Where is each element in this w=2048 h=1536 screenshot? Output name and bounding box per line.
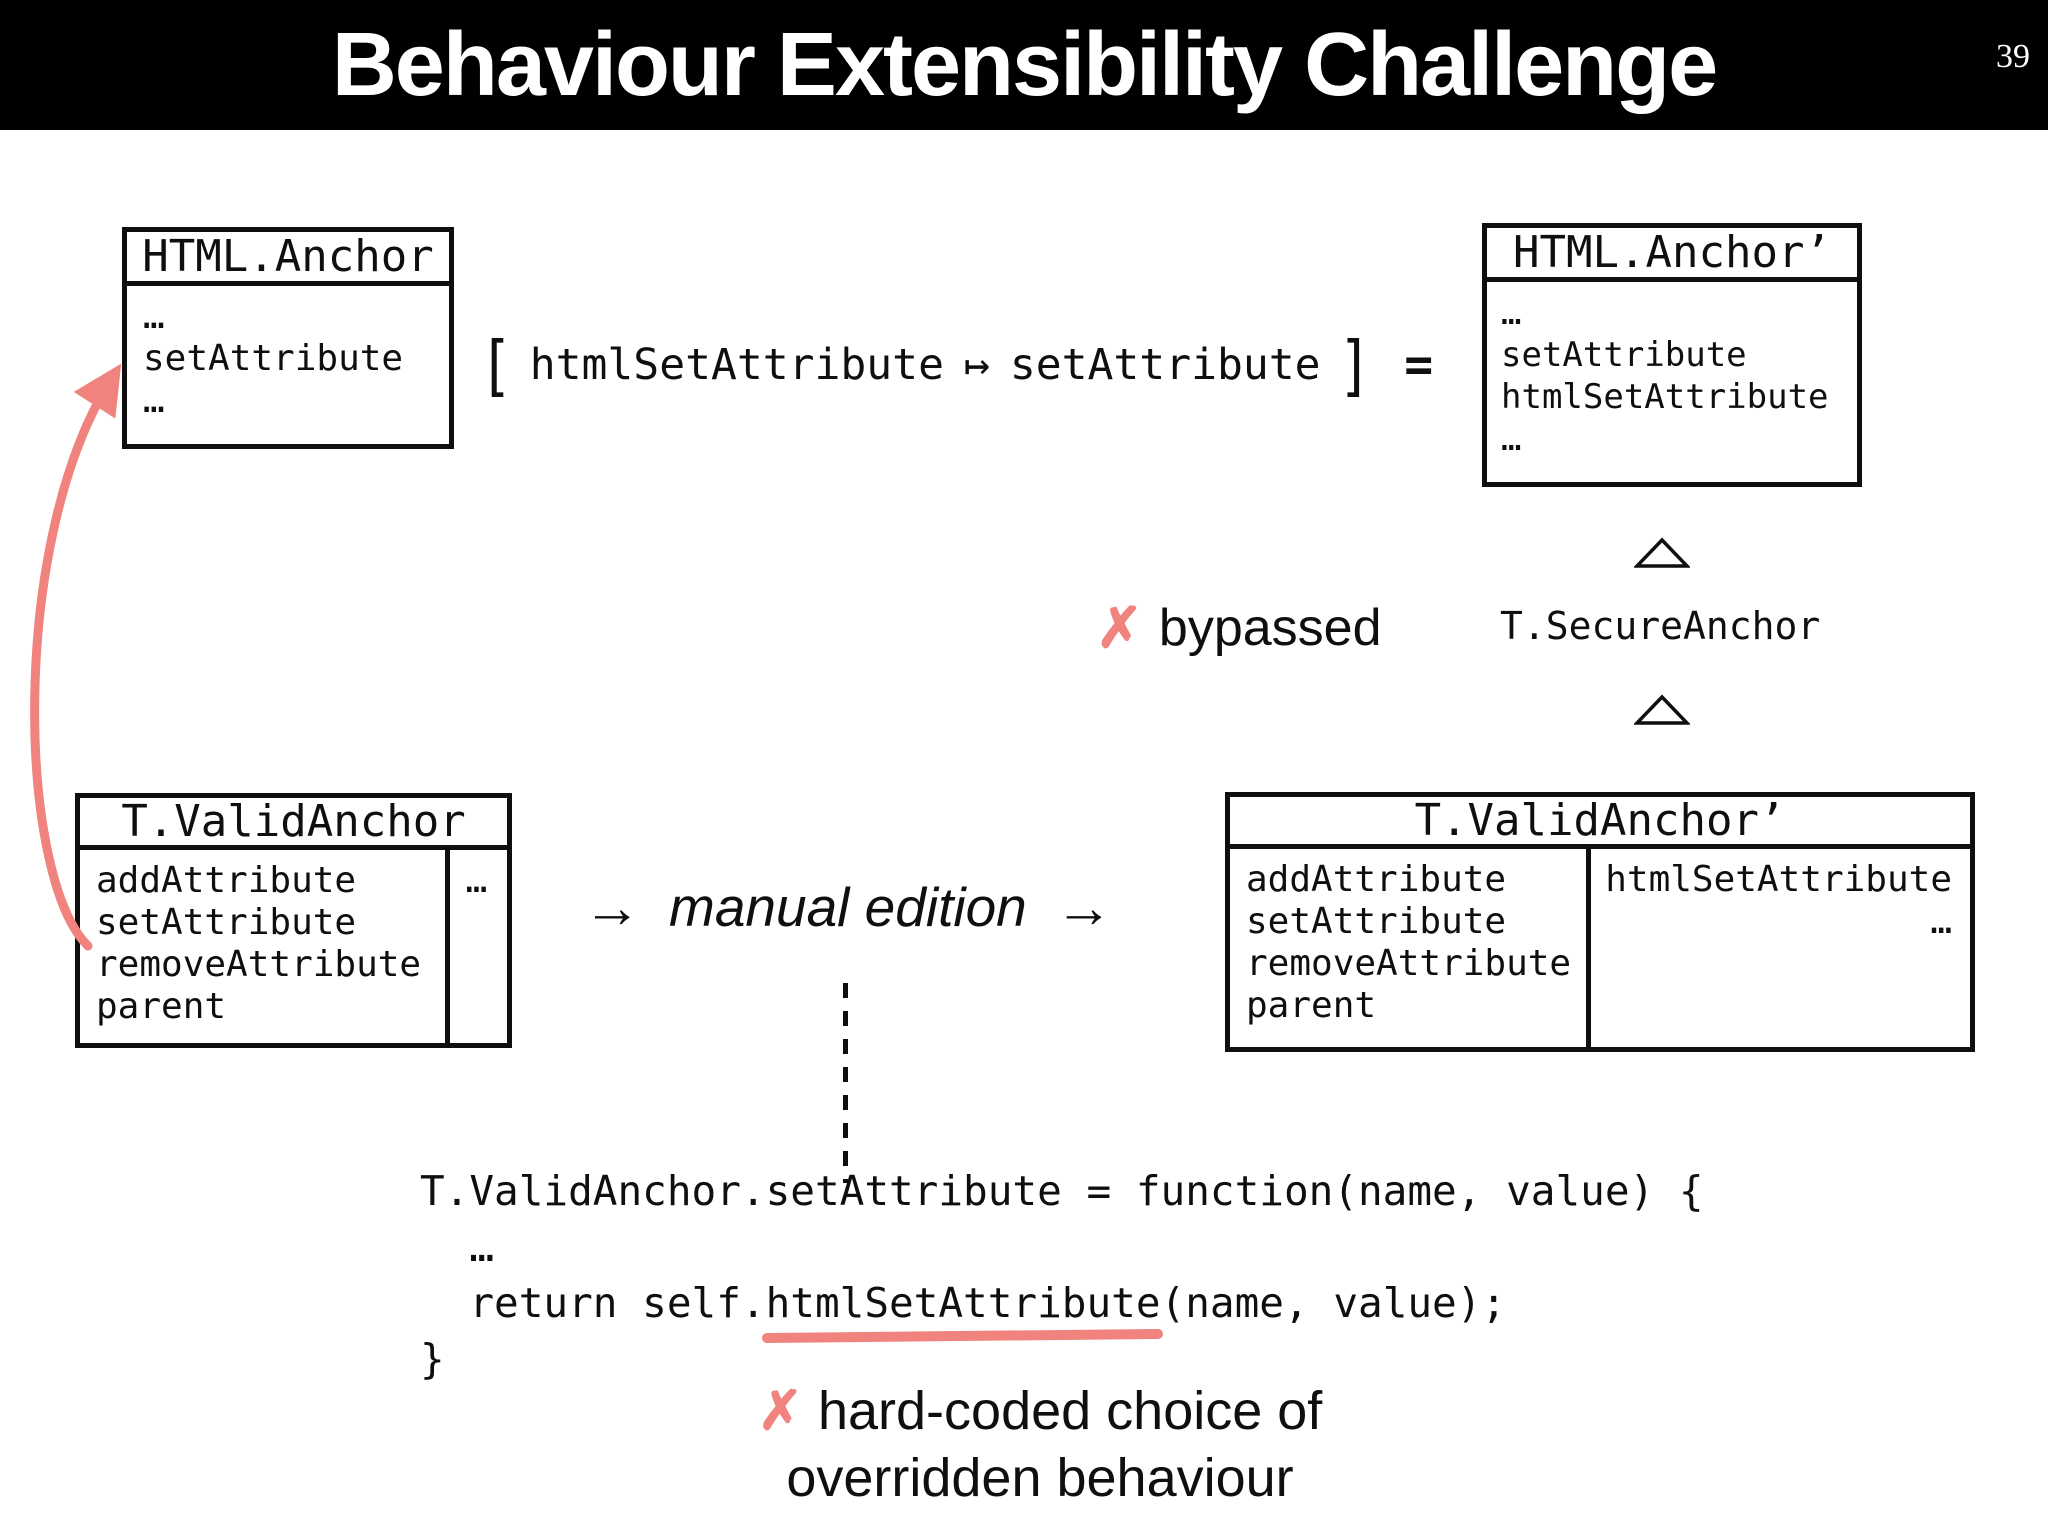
code-line-1: T.ValidAnchor.setAttribute = function(na…	[420, 1167, 1704, 1215]
code-highlight-htmlsetattribute: htmlSetAttribute	[765, 1279, 1161, 1327]
member-parent: parent	[1246, 985, 1377, 1026]
member-addattribute: addAttribute	[96, 860, 357, 901]
equals-sign: =	[1404, 337, 1434, 393]
slide-number: 39	[1996, 38, 2030, 75]
right-arrow-icon: →	[1054, 874, 1113, 940]
class-added-members: htmlSetAttribute…	[1586, 849, 1970, 1047]
code-line-3-suffix: (name, value);	[1160, 1279, 1507, 1327]
secure-anchor-class-name: T.SecureAnchor	[1500, 604, 1821, 648]
rename-expression: [ htmlSetAttribute ↦ setAttribute ] =	[476, 326, 1434, 404]
annotation-line-2: overridden behaviour	[786, 1448, 1294, 1508]
member-ellipsis: …	[1930, 901, 1952, 942]
member-removeattribute: removeAttribute	[96, 944, 422, 985]
class-box-html-anchor: HTML.Anchor …setAttribute…	[122, 227, 454, 449]
open-bracket: [	[478, 326, 513, 404]
cross-mark-icon: ✗	[1096, 596, 1143, 659]
code-block: T.ValidAnchor.setAttribute = function(na…	[420, 1163, 1704, 1387]
hard-coded-annotation: ✗ hard-coded choice of overridden behavi…	[620, 1378, 1460, 1512]
close-bracket: ]	[1337, 326, 1372, 404]
code-line-4: }	[420, 1335, 445, 1383]
annotation-text-1: hard-coded choice of	[817, 1381, 1323, 1441]
cross-mark-icon: ✗	[757, 1381, 803, 1441]
code-line-2: …	[420, 1223, 495, 1271]
code-line-3-prefix: return self.	[420, 1279, 766, 1327]
member-setattribute: setAttribute	[1501, 335, 1747, 375]
inheritance-triangle-icon	[1632, 537, 1692, 574]
bypassed-annotation: ✗ bypassed	[1096, 594, 1382, 662]
member-htmlsetattribute: htmlSetAttribute	[1501, 377, 1829, 417]
manual-edition-label: manual edition	[669, 876, 1027, 938]
class-title-t-valid-anchor: T.ValidAnchor	[80, 796, 507, 850]
right-arrow-icon: →	[583, 874, 641, 940]
member-ellipsis: …	[1501, 293, 1522, 333]
mapsto-arrow-icon: ↦	[963, 340, 990, 390]
member-ellipsis: …	[143, 296, 165, 337]
member-htmlsetattribute: htmlSetAttribute	[1605, 859, 1952, 900]
member-parent: parent	[96, 986, 227, 1027]
class-members-more: …	[445, 850, 507, 1043]
dashed-connector-line	[843, 983, 848, 1183]
title-bar: Behaviour Extensibility Challenge	[0, 0, 2048, 130]
member-removeattribute: removeAttribute	[1246, 943, 1572, 984]
code-line-3: return self.htmlSetAttribute(name, value…	[420, 1279, 1506, 1327]
bypassed-label: bypassed	[1158, 599, 1382, 657]
member-ellipsis: …	[1501, 419, 1522, 459]
member-setattribute: setAttribute	[96, 902, 357, 943]
slide-title: Behaviour Extensibility Challenge	[331, 14, 1718, 115]
class-title-t-valid-anchor-prime: T.ValidAnchor’	[1230, 795, 1970, 849]
class-title-html-anchor: HTML.Anchor	[127, 231, 449, 286]
member-setattribute: setAttribute	[143, 338, 404, 379]
manual-edition-transform: → manual edition →	[583, 873, 1113, 941]
annotation-line-1: ✗ hard-coded choice of	[620, 1378, 1460, 1445]
member-setattribute: setAttribute	[1246, 901, 1507, 942]
inheritance-triangle-icon	[1632, 694, 1692, 731]
member-ellipsis: …	[143, 380, 165, 421]
class-title-html-anchor-prime: HTML.Anchor’	[1487, 227, 1857, 282]
member-addattribute: addAttribute	[1246, 859, 1507, 900]
class-members-html-anchor: …setAttribute…	[127, 286, 407, 444]
expression-rhs: setAttribute	[1009, 340, 1321, 390]
expression-lhs: htmlSetAttribute	[529, 340, 944, 390]
